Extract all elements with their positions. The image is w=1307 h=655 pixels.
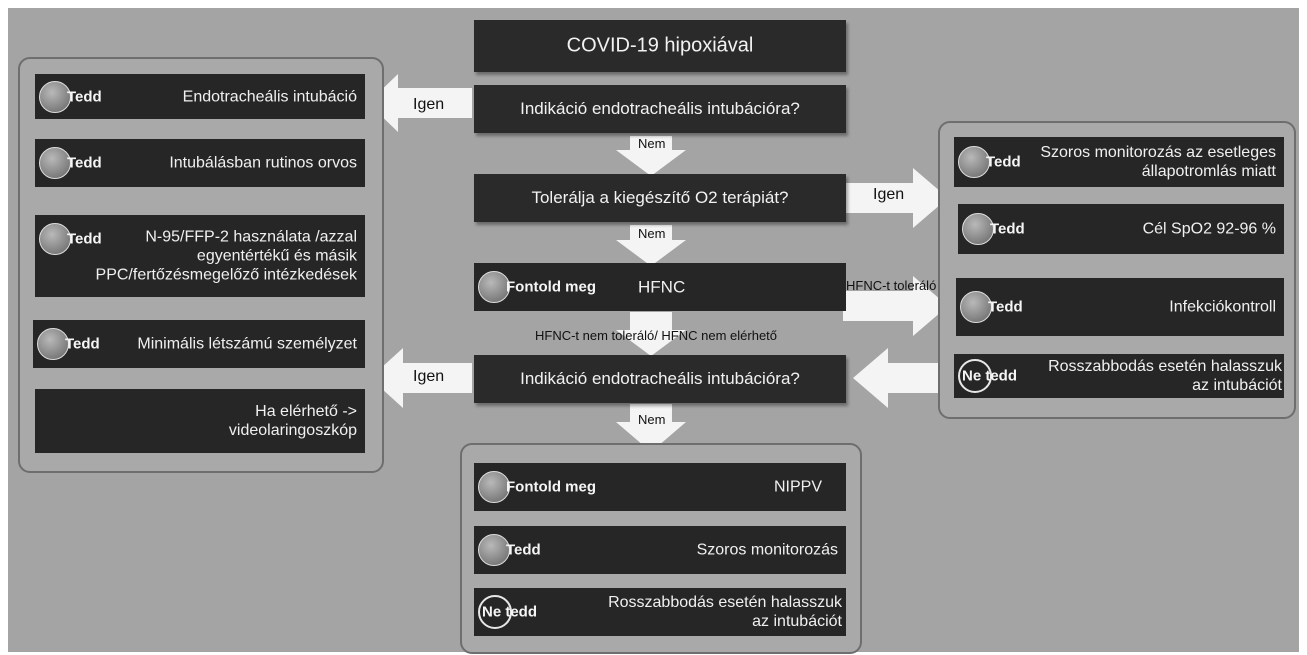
bottom-item-nippv: Fontold meg NIPPV [474, 463, 846, 511]
item-text: NIPPV [773, 478, 822, 496]
left-item-intubation: Tedd Endotracheális intubáció [35, 74, 365, 119]
label-nem-3: Nem [638, 412, 666, 427]
hfnc-box: Fontold meg HFNC [474, 263, 846, 311]
item-text: Rosszabbodás esetén halasszuk az intubác… [1048, 358, 1282, 394]
question-1-text: Indikáció endotracheális intubációra? [520, 99, 800, 118]
do-icon [962, 213, 994, 245]
dont-icon [478, 595, 512, 629]
title-text: COVID-19 hipoxiával [566, 34, 754, 57]
consider-icon [478, 271, 510, 303]
do-icon [39, 147, 71, 179]
label-nem-2: Nem [638, 226, 666, 241]
item-text: Szoros monitorozás az esetleges állapotr… [1040, 144, 1276, 180]
label-hfnc-not: HFNC-t nem toleráló/ HFNC nem elérhető [535, 328, 778, 343]
item-text: Intubálásban rutinos orvos [169, 154, 357, 172]
arrow-down-1 [616, 136, 686, 176]
arrow-left-1 [368, 74, 472, 132]
hfnc-text: HFNC [638, 277, 686, 297]
label-igen-1: Igen [413, 96, 445, 113]
arrow-right-2 [843, 168, 948, 228]
item-tag: Fontold meg [506, 478, 596, 496]
arrow-right-hfnc [843, 276, 948, 336]
left-item-staff: Tedd Minimális létszámú személyzet [33, 320, 365, 368]
item-tag: Ne tedd [962, 367, 1018, 385]
item-text: Rosszabbodás esetén halasszuk az intubác… [608, 594, 842, 630]
question-2-box: Tolerálja a kiegészítő O2 terápiát? [474, 174, 846, 222]
item-tag: Ne tedd [482, 603, 538, 621]
do-icon [39, 80, 71, 113]
hfnc-tag: Fontold meg [506, 278, 596, 296]
item-text: Minimális létszámú személyzet [137, 335, 357, 353]
right-item-monitoring: Tedd Szoros monitorozás az esetleges áll… [954, 137, 1284, 187]
item-tag: Tedd [67, 154, 102, 172]
item-text: Ha elérhető -> videolaringoszkóp [228, 403, 357, 439]
label-nem-1: Nem [638, 136, 666, 151]
arrow-down-3 [616, 312, 686, 356]
item-tag: Tedd [986, 153, 1021, 171]
label-igen-2: Igen [873, 186, 905, 203]
label-hfnc-ok: HFNC-t toleráló [846, 278, 937, 293]
item-tag: Tedd [65, 335, 100, 353]
question-3-text: Indikáció endotracheális intubációra? [520, 369, 800, 388]
arrows-layer [368, 74, 948, 452]
do-icon [960, 291, 992, 323]
arrow-down-2 [616, 225, 686, 266]
right-item-delay-intubation: Ne tedd Rosszabbodás esetén halasszuk az… [954, 354, 1284, 398]
question-3-box: Indikáció endotracheális intubációra? [474, 355, 846, 403]
item-tag: Tedd [506, 541, 541, 559]
item-text: Endotracheális intubáció [182, 88, 357, 105]
do-icon [958, 146, 990, 178]
left-item-ppe: Tedd N-95/FFP-2 használata /azzal egyent… [35, 215, 365, 297]
title-box: COVID-19 hipoxiával [474, 20, 846, 72]
consider-icon [478, 471, 510, 503]
do-icon [478, 534, 510, 566]
item-text: Cél SpO2 92-96 % [1142, 220, 1276, 238]
right-item-infection-control: Tedd Infekciókontroll [956, 278, 1284, 336]
arrow-down-4 [616, 404, 686, 452]
question-1-box: Indikáció endotracheális intubációra? [474, 85, 846, 133]
left-item-physician: Tedd Intubálásban rutinos orvos [35, 139, 365, 187]
item-tag: Tedd [67, 230, 102, 248]
do-icon [37, 328, 69, 360]
item-tag: Tedd [988, 298, 1023, 316]
left-item-videolaryngoscope: Ha elérhető -> videolaringoszkóp [35, 389, 365, 453]
question-2-text: Tolerálja a kiegészítő O2 terápiát? [531, 188, 789, 207]
item-text: Infekciókontroll [1169, 298, 1276, 316]
item-tag: Tedd [990, 220, 1025, 238]
do-icon [39, 223, 71, 255]
label-igen-3: Igen [413, 368, 445, 385]
item-text: Szoros monitorozás [696, 541, 838, 559]
dont-icon [958, 359, 992, 393]
flowchart-canvas: COVID-19 hipoxiával Indikáció endotrache… [8, 8, 1299, 654]
bottom-item-monitoring: Tedd Szoros monitorozás [474, 526, 846, 574]
item-text: N-95/FFP-2 használata /azzal egyentérték… [95, 228, 357, 284]
arrow-left-back [853, 348, 938, 408]
item-tag: Tedd [67, 88, 102, 105]
right-item-spo2: Tedd Cél SpO2 92-96 % [958, 204, 1284, 254]
arrow-left-3 [370, 348, 472, 408]
bottom-item-delay-intubation: Ne tedd Rosszabbodás esetén halasszuk az… [474, 588, 846, 636]
